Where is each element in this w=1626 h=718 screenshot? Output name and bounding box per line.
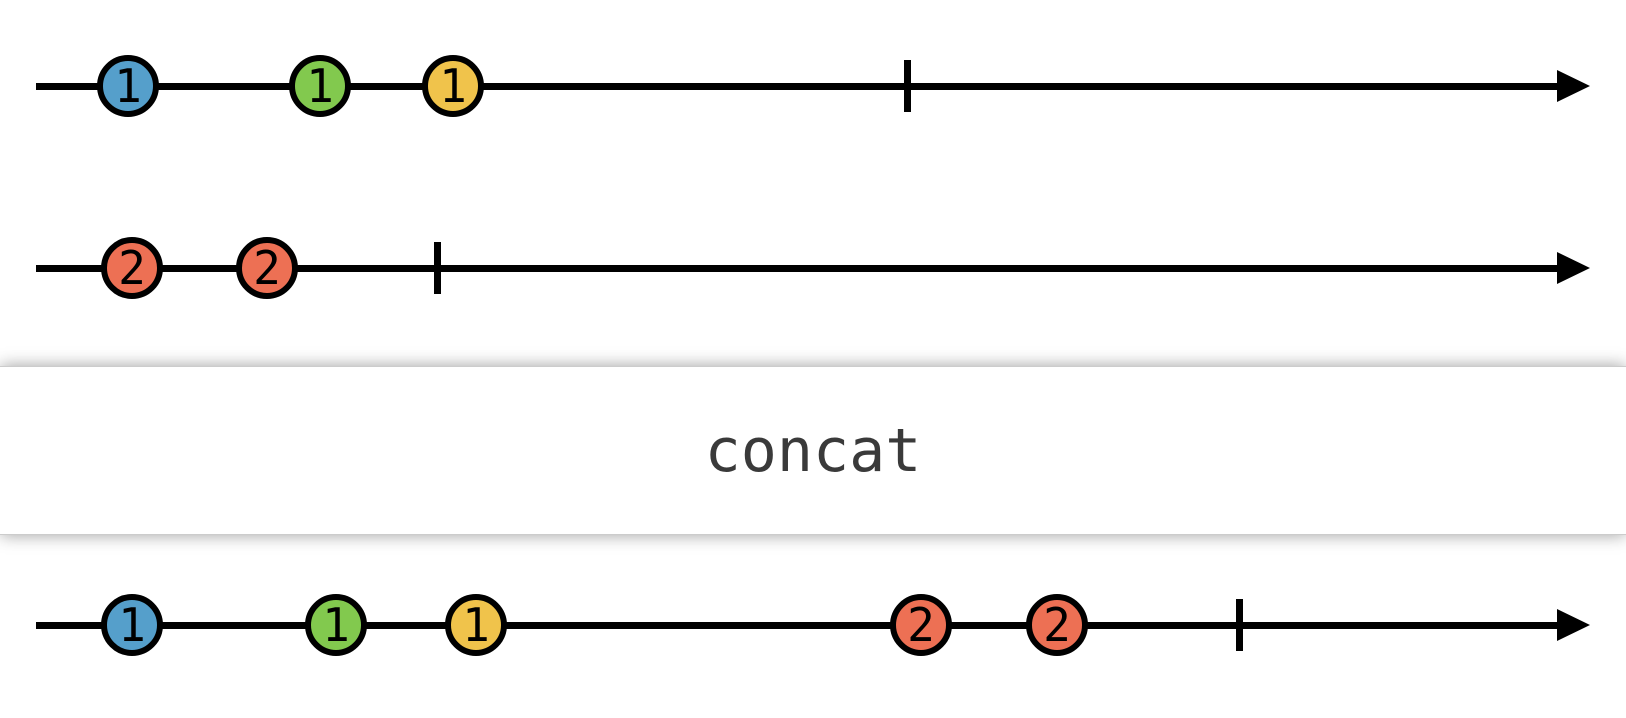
marble[interactable]: 1 — [422, 55, 484, 117]
complete-tick[interactable] — [904, 60, 911, 112]
marble: 2 — [890, 594, 952, 656]
timeline-arrowhead-icon — [1557, 609, 1590, 641]
marble: 1 — [445, 594, 507, 656]
marble[interactable]: 1 — [289, 55, 351, 117]
marble: 2 — [1026, 594, 1088, 656]
timeline-arrowhead-icon — [1557, 252, 1590, 284]
timeline-line — [36, 265, 1560, 272]
operator-box: concat — [0, 366, 1626, 535]
timeline-line — [36, 622, 1560, 629]
operator-label: concat — [704, 415, 922, 486]
complete-tick — [1236, 599, 1243, 651]
marble: 1 — [101, 594, 163, 656]
marble[interactable]: 2 — [101, 237, 163, 299]
marble[interactable]: 1 — [97, 55, 159, 117]
timeline-line — [36, 83, 1560, 90]
marble[interactable]: 2 — [236, 237, 298, 299]
marble: 1 — [305, 594, 367, 656]
complete-tick[interactable] — [434, 242, 441, 294]
timeline-arrowhead-icon — [1557, 70, 1590, 102]
